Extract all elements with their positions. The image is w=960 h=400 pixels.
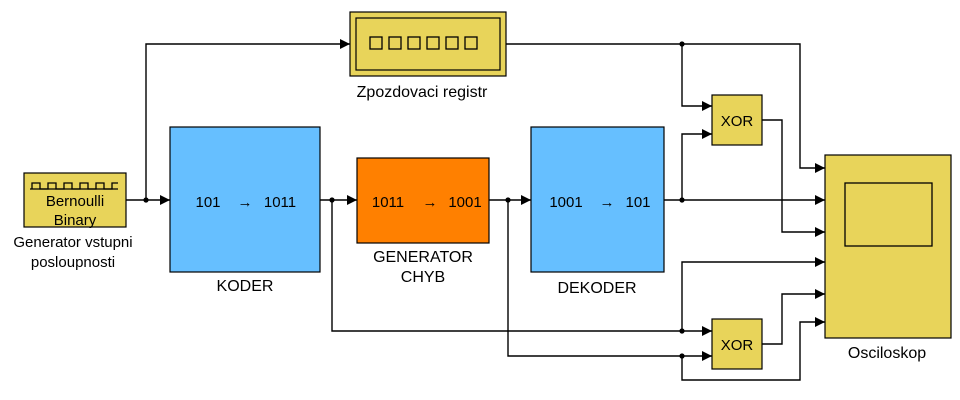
koder-caption: KODER xyxy=(217,278,274,295)
connection-wires xyxy=(126,43,825,381)
wire-register-out xyxy=(506,43,825,169)
generator-caption-line2: CHYB xyxy=(401,269,445,286)
junction-dot xyxy=(329,197,335,203)
koder-arrow-icon: → xyxy=(238,194,253,211)
dekoder-block[interactable]: 1001 → 101 xyxy=(530,126,665,273)
koder-output-code: 1011 xyxy=(264,194,296,211)
generator-arrow-icon: → xyxy=(423,194,438,211)
bernoulli-block-body[interactable] xyxy=(23,172,127,228)
wire-xor-top-to-scope xyxy=(762,119,825,233)
arrowhead-icon xyxy=(815,289,825,299)
arrowhead-icon xyxy=(160,195,170,205)
wire-dekoder-to-xor-top xyxy=(681,133,712,200)
delay-register-block[interactable] xyxy=(349,11,507,77)
arrowhead-icon xyxy=(815,195,825,205)
xor-top-block[interactable]: XOR xyxy=(711,94,763,146)
arrowhead-icon xyxy=(815,257,825,267)
wire-source-to-register xyxy=(145,43,350,200)
xor-bottom-body[interactable] xyxy=(711,318,763,370)
xor-top-label: XOR xyxy=(721,113,754,130)
dekoder-input-code: 1001 xyxy=(549,194,582,211)
wire-generator-to-xor-bottom xyxy=(507,200,712,357)
shift-register-cells-icon xyxy=(369,36,478,50)
xor-bottom-label: XOR xyxy=(721,337,754,354)
arrowhead-icon xyxy=(815,317,825,327)
arrowhead-icon xyxy=(815,163,825,173)
junction-dot xyxy=(505,197,511,203)
oscilloscope-caption: Osciloskop xyxy=(848,345,926,362)
koder-block-body[interactable] xyxy=(169,126,321,273)
oscilloscope-block[interactable] xyxy=(824,154,952,339)
junction-dots xyxy=(143,41,685,359)
wire-register-to-xor-top xyxy=(681,44,712,107)
generator-chyb-body[interactable] xyxy=(356,157,490,244)
junction-dot xyxy=(143,197,149,203)
generator-caption-line1: GENERATOR xyxy=(373,249,473,266)
bernoulli-caption-line2: posloupnosti xyxy=(31,254,115,271)
dekoder-caption: DEKODER xyxy=(557,280,636,297)
junction-dot xyxy=(679,41,685,47)
generator-input-code: 1011 xyxy=(372,194,404,211)
arrowhead-icon xyxy=(340,39,350,49)
dekoder-arrow-icon: → xyxy=(600,194,615,211)
wire-xor-bottom-to-scope xyxy=(762,293,825,345)
arrowhead-icon xyxy=(702,101,712,111)
junction-dot xyxy=(679,353,685,359)
generator-chyb-block[interactable]: 1011 → 1001 xyxy=(356,157,490,244)
arrowhead-icon xyxy=(815,227,825,237)
bernoulli-title-line2: Binary xyxy=(54,212,97,229)
junction-dot xyxy=(679,197,685,203)
oscilloscope-screen-icon xyxy=(844,182,933,247)
delay-register-caption: Zpozdovaci registr xyxy=(357,84,488,101)
delay-register-inner-frame xyxy=(355,17,501,71)
dekoder-block-body[interactable] xyxy=(530,126,665,273)
dekoder-output-code: 101 xyxy=(625,194,650,211)
generator-output-code: 1001 xyxy=(448,194,481,211)
wire-bottom-to-scope-a xyxy=(681,261,825,331)
bernoulli-generator-block[interactable]: Bernoulli Binary xyxy=(23,172,127,229)
arrowhead-icon xyxy=(702,129,712,139)
bernoulli-caption-line1: Generator vstupni xyxy=(13,234,132,251)
arrowhead-icon xyxy=(702,351,712,361)
arrowhead-icon xyxy=(347,195,357,205)
junction-dot xyxy=(679,328,685,334)
wire-koder-to-xor-bottom xyxy=(331,200,712,332)
arrowhead-icon xyxy=(521,195,531,205)
arrowhead-icon xyxy=(702,326,712,336)
xor-bottom-block[interactable]: XOR xyxy=(711,318,763,370)
delay-register-outer[interactable] xyxy=(349,11,507,77)
koder-block[interactable]: 101 → 1011 xyxy=(169,126,321,273)
xor-top-body[interactable] xyxy=(711,94,763,146)
wire-bottom-to-scope-b xyxy=(681,321,825,381)
bernoulli-title-line1: Bernoulli xyxy=(46,193,104,210)
arrowheads xyxy=(160,39,825,361)
koder-input-code: 101 xyxy=(195,194,220,211)
